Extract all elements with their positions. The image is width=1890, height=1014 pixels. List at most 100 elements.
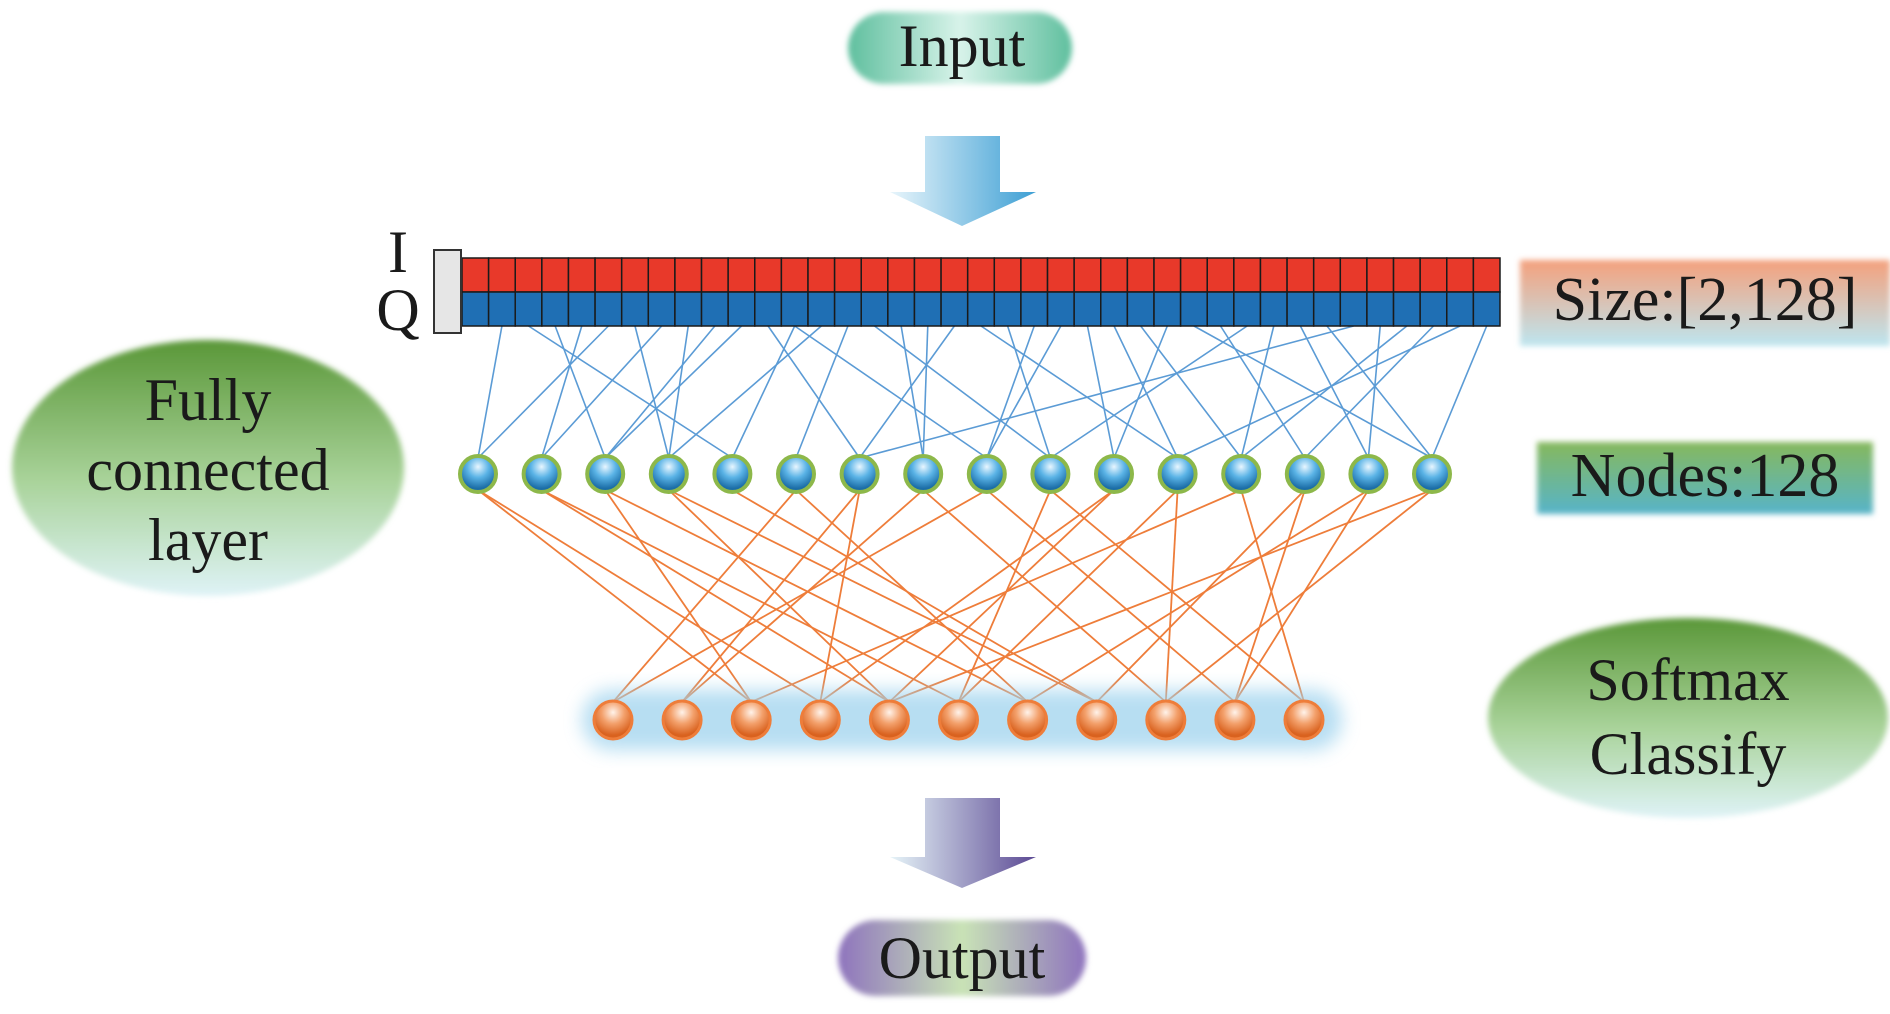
i-cell (1126, 257, 1155, 293)
hidden-output-connection (477, 489, 821, 703)
q-cell (487, 291, 516, 327)
hidden-output-connection (957, 489, 1052, 703)
q-cell (567, 291, 596, 327)
hidden-output-connection (986, 489, 1236, 703)
input-hidden-connection (795, 325, 849, 459)
i-cell (620, 257, 650, 293)
input-to-hidden-connections (477, 325, 1488, 459)
hidden-output-connection (1027, 489, 1369, 703)
i-cell (1472, 257, 1501, 293)
input-hidden-connection (794, 325, 988, 459)
nodes-badge: Nodes:128 (1537, 442, 1873, 514)
hidden-output-connection (819, 489, 1115, 703)
i-cell (567, 257, 596, 293)
hidden-node (458, 454, 498, 494)
input-hidden-connection (767, 325, 861, 459)
hidden-output-connection (889, 489, 1433, 703)
i-cell (1179, 257, 1208, 293)
q-cell (807, 291, 836, 327)
input-sample-window (433, 249, 462, 334)
q-cell (1206, 291, 1235, 327)
output-node (1145, 699, 1187, 741)
input-hidden-connection (1140, 325, 1242, 459)
input-hidden-connection (1326, 325, 1433, 459)
input-hidden-connection (1113, 325, 1169, 459)
size-label: Size:[2,128] (1553, 266, 1858, 334)
output-node (592, 699, 634, 741)
hidden-output-connection (668, 489, 1098, 703)
i-cell (913, 257, 942, 293)
i-cell (541, 257, 570, 293)
q-cell (1259, 291, 1288, 327)
i-cell (594, 257, 623, 293)
i-cell (487, 257, 516, 293)
hidden-node (966, 454, 1007, 494)
input-hidden-connection (1006, 325, 1052, 459)
input-hidden-connection (900, 325, 924, 459)
hidden-output-connection (541, 489, 890, 703)
fully-label-line2: connected (86, 437, 329, 503)
input-hidden-connection (986, 325, 1062, 459)
output-node (799, 699, 841, 741)
hidden-node (1412, 454, 1452, 494)
hidden-layer-nodes (458, 454, 1452, 494)
i-row-label: I (388, 219, 408, 285)
hidden-output-connection (1234, 489, 1370, 703)
hidden-output-connection (612, 489, 988, 703)
hidden-output-connection (1164, 489, 1179, 703)
i-cell (1100, 257, 1129, 293)
hidden-output-connection (922, 489, 1167, 703)
q-cell (594, 291, 623, 327)
i-cell (780, 257, 809, 293)
output-node (868, 699, 910, 741)
q-cell (727, 291, 756, 327)
hidden-output-connection (819, 489, 861, 703)
input-hidden-connection (980, 325, 1179, 459)
input-hidden-connection (986, 325, 1035, 459)
hidden-node (712, 454, 753, 494)
hidden-output-connection (668, 489, 891, 703)
q-cell (1472, 291, 1501, 327)
hidden-node (648, 454, 689, 494)
hidden-node (839, 454, 880, 494)
i-cell (674, 257, 703, 293)
i-cell (966, 257, 996, 293)
input-hidden-connection (668, 325, 822, 459)
hidden-node (1221, 454, 1262, 494)
q-cell (1233, 291, 1262, 327)
q-cell (1020, 291, 1049, 327)
hidden-output-connection (1049, 489, 1305, 703)
q-cell (620, 291, 650, 327)
hidden-output-connection (1234, 489, 1306, 703)
q-cell (966, 291, 996, 327)
i-cell (1446, 257, 1475, 293)
q-cell (700, 291, 729, 327)
fully-connected-layer-ellipse: Fully connected layer (12, 340, 404, 596)
hidden-node (903, 454, 944, 494)
hidden-output-connection (477, 489, 752, 703)
i-cell (754, 257, 783, 293)
hidden-output-connection (731, 489, 1098, 703)
q-cell (1286, 291, 1315, 327)
i-cell (1392, 257, 1421, 293)
q-cell (1153, 291, 1182, 327)
q-cell (1419, 291, 1448, 327)
q-cell (1126, 291, 1155, 327)
q-cell (833, 291, 862, 327)
i-cell (807, 257, 836, 293)
q-cell (1179, 291, 1208, 327)
input-hidden-connection (477, 325, 609, 459)
input-down-arrow-icon (890, 136, 1036, 226)
input-hidden-connection (604, 325, 716, 459)
input-hidden-connection (731, 325, 796, 459)
q-cell (887, 291, 916, 327)
input-badge: Input (848, 12, 1072, 84)
softmax-label-line1: Softmax (1586, 647, 1789, 713)
hidden-output-connection (957, 489, 1179, 703)
q-cell (1446, 291, 1475, 327)
i-cell (833, 257, 862, 293)
i-cell (940, 257, 969, 293)
hidden-output-connection (795, 489, 1029, 703)
q-cell (1392, 291, 1421, 327)
